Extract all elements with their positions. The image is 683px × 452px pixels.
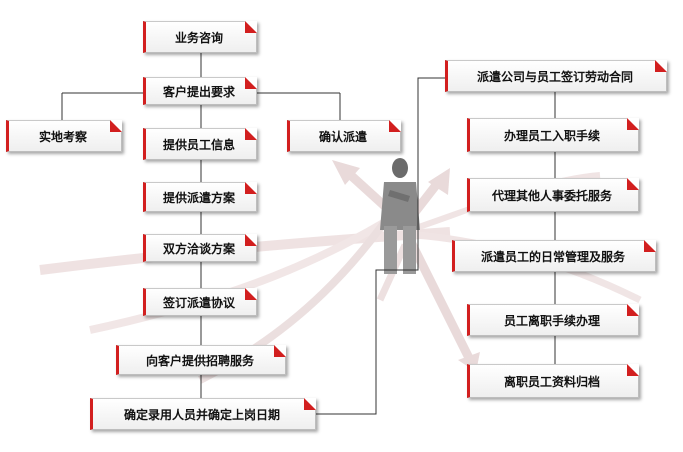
step-consult: 业务咨询 bbox=[143, 21, 257, 53]
step-sign-agreement: 签订派遣协议 bbox=[143, 288, 257, 316]
step-onboarding-label: 办理员工入职手续 bbox=[503, 128, 600, 143]
step-archive: 离职员工资料归档 bbox=[467, 364, 639, 398]
step-daily-management: 派遣员工的日常管理及服务 bbox=[452, 240, 656, 272]
step-requirements-label: 客户提出要求 bbox=[162, 84, 235, 99]
step-site-visit-label: 实地考察 bbox=[38, 129, 87, 144]
step-employee-info: 提供员工信息 bbox=[143, 128, 257, 160]
step-hr-services-label: 代理其他人事委托服务 bbox=[491, 188, 612, 203]
step-dispatch-plan-label: 提供派遣方案 bbox=[162, 190, 235, 205]
step-site-visit: 实地考察 bbox=[6, 120, 122, 152]
step-confirm-hire: 确定录用人员并确定上岗日期 bbox=[90, 398, 316, 430]
step-confirm-dispatch-label: 确认派遣 bbox=[318, 129, 367, 144]
step-offboarding-label: 员工离职手续办理 bbox=[503, 313, 600, 328]
businessman-figure bbox=[380, 158, 420, 274]
step-labor-contract: 派遣公司与员工签订劳动合同 bbox=[445, 60, 667, 92]
step-labor-contract-label: 派遣公司与员工签订劳动合同 bbox=[476, 69, 633, 84]
step-negotiate: 双方洽谈方案 bbox=[143, 234, 257, 262]
step-onboarding: 办理员工入职手续 bbox=[467, 118, 639, 152]
step-recruit-service-label: 向客户提供招聘服务 bbox=[145, 353, 254, 368]
step-employee-info-label: 提供员工信息 bbox=[162, 137, 235, 152]
step-hr-services: 代理其他人事委托服务 bbox=[467, 178, 639, 212]
step-sign-agreement-label: 签订派遣协议 bbox=[162, 295, 235, 310]
step-confirm-dispatch: 确认派遣 bbox=[287, 120, 401, 152]
step-consult-label: 业务咨询 bbox=[174, 30, 223, 45]
step-recruit-service: 向客户提供招聘服务 bbox=[116, 345, 286, 375]
step-dispatch-plan: 提供派遣方案 bbox=[143, 182, 257, 212]
step-confirm-hire-label: 确定录用人员并确定上岗日期 bbox=[123, 407, 280, 422]
step-daily-management-label: 派遣员工的日常管理及服务 bbox=[480, 249, 625, 264]
step-archive-label: 离职员工资料归档 bbox=[503, 374, 600, 389]
step-requirements: 客户提出要求 bbox=[143, 77, 257, 105]
step-offboarding: 员工离职手续办理 bbox=[467, 304, 639, 336]
step-negotiate-label: 双方洽谈方案 bbox=[162, 241, 235, 256]
